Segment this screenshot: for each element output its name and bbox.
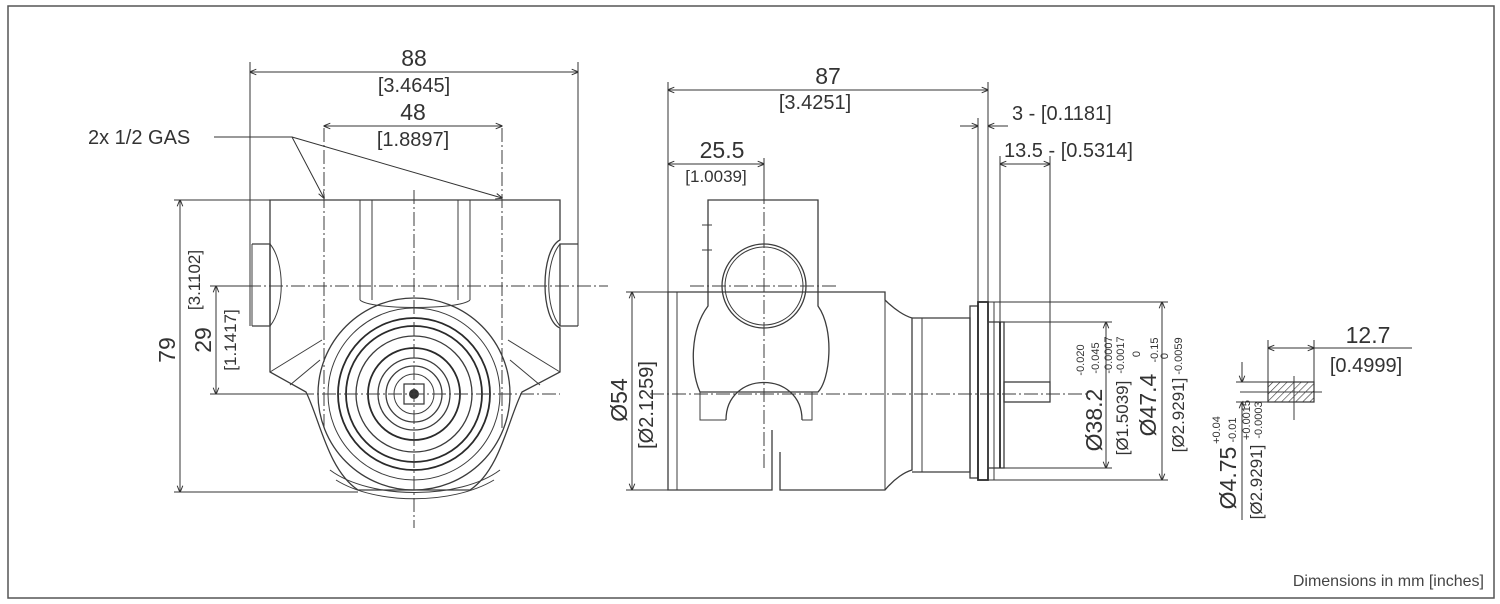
front-body-outline xyxy=(269,199,561,491)
dim-port-spacing-mm: 48 xyxy=(400,99,426,125)
units-note: Dimensions in mm [inches] xyxy=(1293,573,1484,590)
dim-flange-dia-in: [Ø2.9291] xyxy=(1169,378,1188,453)
dim-length-in: [3.4251] xyxy=(779,92,851,114)
dim-shaft-detail-len-mm: 12.7 xyxy=(1346,322,1391,348)
tol-shaft-lower: -0.01 xyxy=(1227,417,1239,442)
dim-port-spacing-in: [1.8897] xyxy=(377,129,449,151)
tol-flange-in-lower: -0.0059 xyxy=(1173,337,1185,374)
dim-shaft-detail-len-in: [0.4999] xyxy=(1330,355,1402,377)
dim-port-height-mm: 29 xyxy=(190,327,216,353)
tol-pilot-in-lower: -0.0017 xyxy=(1115,336,1127,373)
dim-width-mm: 88 xyxy=(401,45,427,71)
dim-body-dia-mm: Ø54 xyxy=(606,378,632,422)
dim-pilot-dia-mm: Ø38.2 xyxy=(1081,389,1107,452)
tol-flange-in-upper: 0 xyxy=(1159,353,1171,359)
dim-shaft-dia-in: [Ø2.9291] xyxy=(1247,445,1266,520)
dim-length-mm: 87 xyxy=(815,63,841,89)
tol-flange-upper: 0 xyxy=(1131,351,1143,357)
dim-width-in: [3.4645] xyxy=(378,75,450,97)
pilot xyxy=(987,321,1005,469)
tol-pilot-lower: -0.045 xyxy=(1090,342,1102,373)
side-view: 87 [3.4251] 25.5 [1.0039] 3 - [0.1181] 1… xyxy=(606,63,1188,490)
tol-shaft-in-lower: -0.0003 xyxy=(1253,401,1265,438)
dim-pilot-dia-in: [Ø1.5039] xyxy=(1113,381,1132,456)
front-view: 88 [3.4645] 48 [1.8897] 2x 1/2 GAS 79 [3… xyxy=(88,45,608,528)
tol-flange-lower: -0.15 xyxy=(1149,337,1161,362)
dim-height-mm: 79 xyxy=(154,337,180,363)
dim-port-height-in: [1.1417] xyxy=(221,309,240,370)
dim-flange-dia-mm: Ø47.4 xyxy=(1135,373,1161,436)
mount-flange xyxy=(977,301,989,481)
shaft xyxy=(1003,381,1051,403)
tol-shaft-in-upper: +0.0015 xyxy=(1241,400,1253,440)
dim-flange-thickness: 3 - [0.1181] xyxy=(1012,103,1112,125)
shaft-detail: 12.7 [0.4999] Ø4.75 +0.04 -0.01 [Ø2.9291… xyxy=(1211,322,1412,520)
dim-shaft-length: 13.5 - [0.5314] xyxy=(1004,140,1133,162)
port-tower xyxy=(692,199,830,393)
left-port-boss xyxy=(252,243,271,327)
side-body-outline xyxy=(668,291,913,491)
right-port-boss xyxy=(559,243,578,327)
dim-height-in: [3.1102] xyxy=(185,250,204,310)
tol-pilot-in-upper: -0.0007 xyxy=(1103,336,1115,373)
dim-port-offset-mm: 25.5 xyxy=(700,137,745,163)
sheet-border xyxy=(7,5,1495,599)
tol-shaft-upper: +0.04 xyxy=(1211,416,1223,444)
dim-body-dia-in: [Ø2.1259] xyxy=(636,361,658,449)
dim-port-offset-in: [1.0039] xyxy=(685,167,746,186)
tol-pilot-upper: -0.020 xyxy=(1075,344,1087,375)
callout-ports: 2x 1/2 GAS xyxy=(88,127,190,149)
dim-shaft-dia-mm: Ø4.75 xyxy=(1215,447,1241,510)
